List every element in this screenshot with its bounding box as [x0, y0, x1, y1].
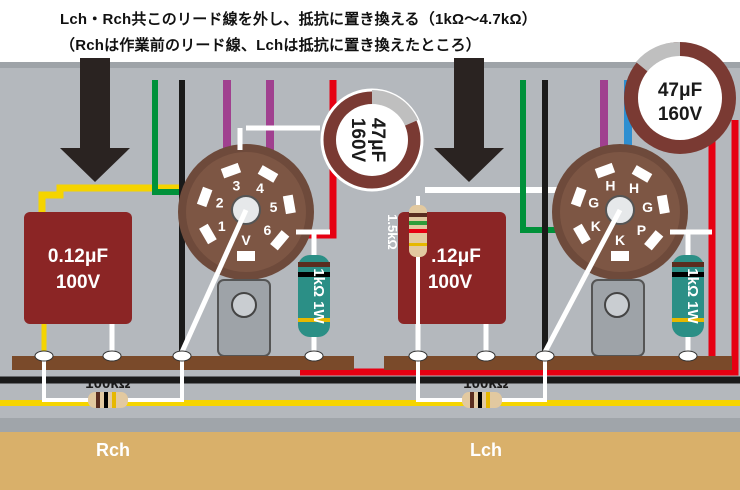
wire-yellow-rch-coupling [38, 184, 205, 240]
caption-line-1: Lch・Rch共このリード線を外し、抵抗に置き換える（1kΩ〜4.7kΩ） [60, 11, 537, 28]
film-capacitor-rch: 0.12μF 100V [24, 212, 132, 356]
channel-label-rch: Rch [96, 440, 131, 460]
rch-socket-pin-lug [270, 230, 290, 251]
lch-socket-pin-label: H [629, 180, 639, 196]
terminal-lug [34, 350, 54, 362]
rch-socket-pin-label: 3 [233, 178, 241, 194]
lch-socket-pin-lug [573, 223, 591, 245]
terminal-lug [102, 350, 122, 362]
lch-socket-pin-label: P [637, 222, 646, 238]
lch-socket-pin-lug [656, 194, 670, 215]
rch-socket-pin-label: V [241, 232, 251, 248]
plate-resistor-rch-label: 1kΩ 1W [310, 268, 327, 324]
plate-resistor-rch: 1kΩ 1W [298, 255, 330, 337]
terminal-strip-lch [384, 356, 732, 370]
electrolytic-cap-rch-voltage: 160V [347, 118, 368, 163]
wooden-base [0, 432, 740, 490]
wire-white-rch-lead [179, 208, 249, 354]
rch-socket-pin-label: 6 [264, 222, 272, 238]
film-cap-lch-voltage: 100V [428, 272, 473, 293]
terminal-lug [304, 350, 324, 362]
terminal-lug [678, 350, 698, 362]
grid-resistor-rch-label: 100kΩ [85, 375, 130, 392]
wire-white-lch-lead [542, 208, 623, 354]
lch-socket-pin-label: G [642, 199, 653, 215]
rch-socket-pin-label: 5 [270, 199, 278, 215]
terminal-lug [408, 350, 428, 362]
electrolytic-capacitor-lch: 47μF 160V [624, 41, 736, 154]
rch-socket-pin-label: 4 [256, 180, 264, 196]
arrow-rch [60, 58, 130, 182]
film-cap-rch-voltage: 100V [56, 272, 101, 293]
lch-socket-pin-label: K [615, 232, 625, 248]
rch-socket-pin-lug [196, 186, 213, 208]
caption-line-2: （Rchは作業前のリード線、Lchは抵抗に置き換えたところ） [60, 37, 482, 54]
lch-socket-pin-lug [570, 186, 587, 208]
lch-socket-pin-lug [644, 230, 664, 251]
grid-resistor-lch-label: 100kΩ [463, 375, 508, 392]
electrolytic-capacitor-rch: 47μF 160V [320, 88, 424, 192]
wire-red-bus [300, 120, 739, 376]
electrolytic-cap-rch-value: 47μF [367, 118, 388, 162]
rch-socket-pin-lug [199, 223, 217, 245]
channel-label-lch: Lch [470, 440, 503, 460]
electrolytic-cap-lch-value: 47μF [658, 80, 702, 101]
rch-socket-pin-label: 2 [216, 194, 224, 210]
lch-socket-pin-label: H [605, 178, 615, 194]
rch-socket-pin-lug [257, 165, 279, 183]
terminal-lug [476, 350, 496, 362]
rch-socket-pin-lug [220, 162, 242, 179]
rch-socket-pin-label: 1 [218, 218, 226, 234]
plate-resistor-lch: 1kΩ 1W [672, 255, 704, 337]
grid-resistor-lch [462, 392, 502, 408]
film-cap-lch-value: .12μF [431, 246, 481, 267]
lch-socket-pin-label: K [591, 218, 601, 234]
rch-socket-pin-lug [282, 194, 296, 215]
chassis-top-edge [0, 62, 740, 68]
lch-socket-pin-lug [594, 162, 616, 179]
lch-socket-pin-lug [611, 251, 629, 261]
electrolytic-cap-lch-voltage: 160V [658, 104, 703, 125]
chassis-bottom-edge [0, 418, 740, 432]
lch-socket-pin-label: G [588, 194, 599, 210]
grid-resistor-rch [88, 392, 128, 408]
replacement-resistor-label: 1.5kΩ [385, 214, 400, 250]
terminal-lug [535, 350, 555, 362]
lch-socket-pin-lug [631, 165, 653, 183]
replacement-resistor [409, 205, 427, 257]
rch-socket-pin-lug [237, 251, 255, 261]
arrow-lch [434, 58, 504, 182]
terminal-lug [172, 350, 192, 362]
plate-resistor-lch-label: 1kΩ 1W [684, 268, 701, 324]
film-cap-rch-value: 0.12μF [48, 246, 108, 267]
